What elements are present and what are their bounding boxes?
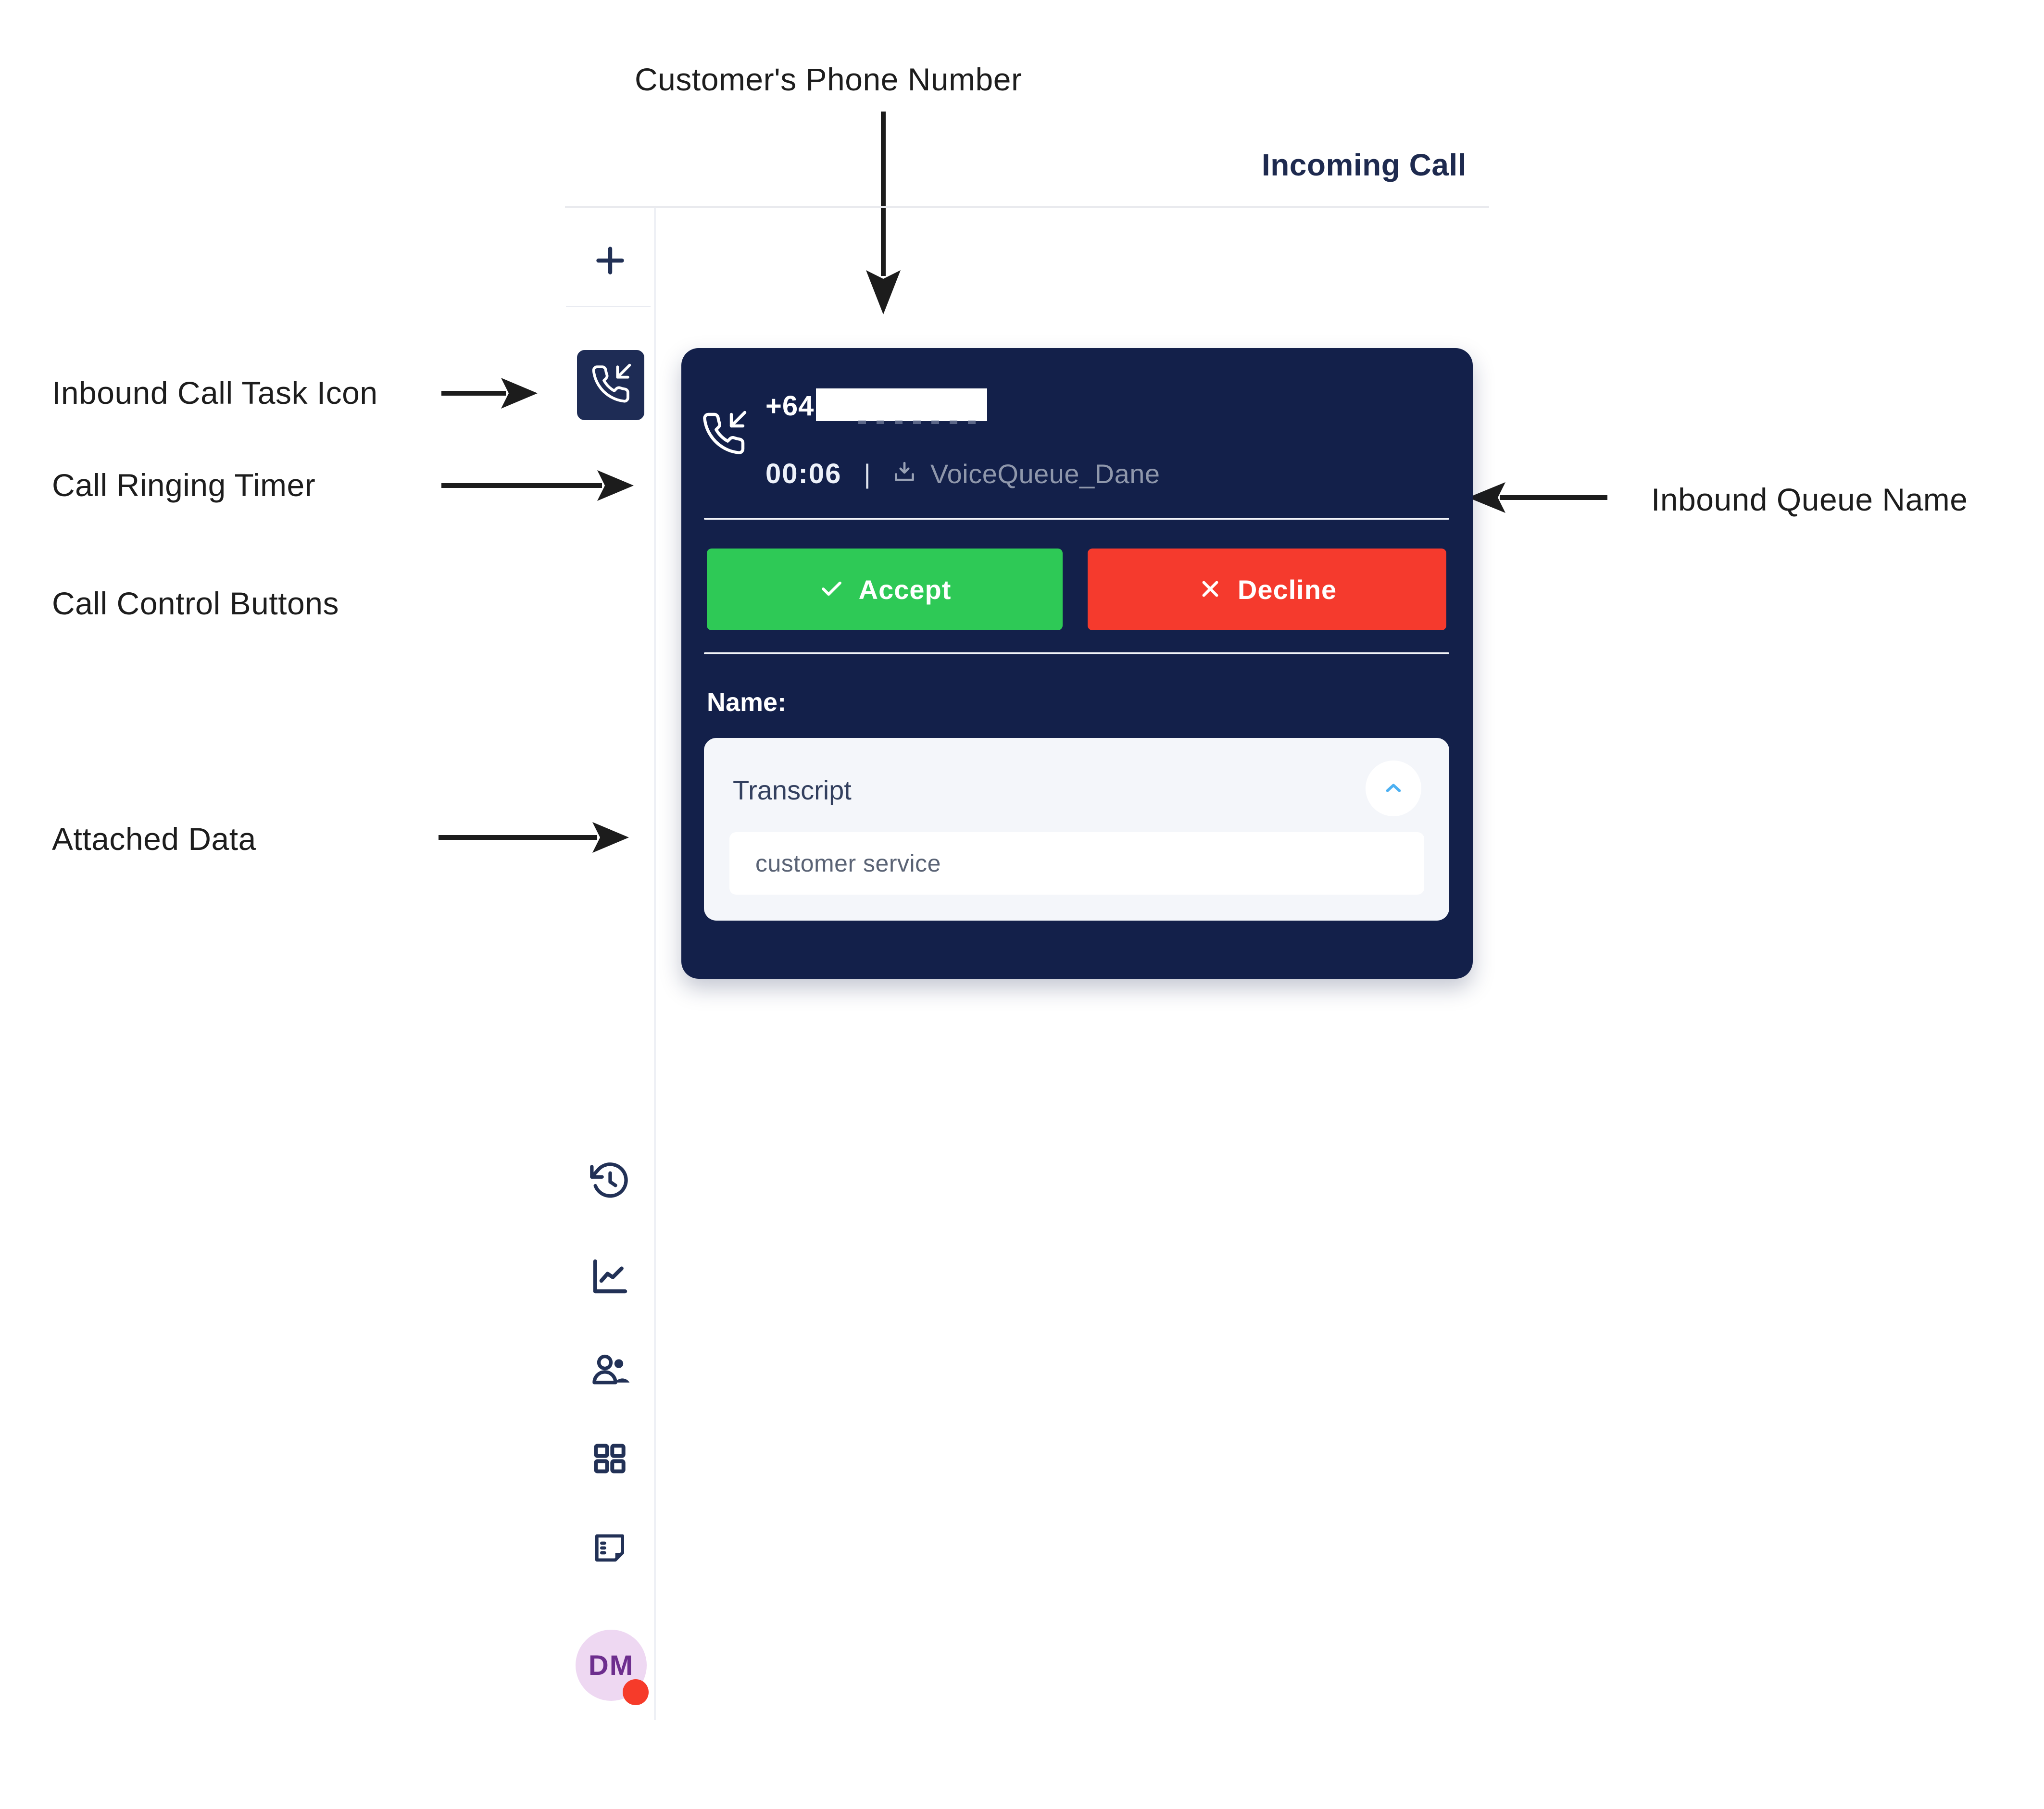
card-divider-bottom bbox=[704, 652, 1449, 654]
phone-incoming-icon bbox=[590, 363, 631, 407]
annotation-inbound-task: Inbound Call Task Icon bbox=[52, 375, 378, 411]
page-title: Incoming Call bbox=[1261, 148, 1467, 182]
history-icon bbox=[589, 1160, 631, 1202]
incoming-call-card: +64 00:06 | VoiceQueue_Dane bbox=[681, 348, 1473, 979]
availability-status-dot bbox=[623, 1679, 649, 1705]
arrow-right-to-attached-data bbox=[439, 820, 630, 855]
arrow-right-to-task-icon bbox=[441, 376, 539, 411]
annotation-attached-data: Attached Data bbox=[52, 821, 256, 857]
call-ringing-timer: 00:06 bbox=[765, 458, 842, 489]
line-chart-icon bbox=[589, 1255, 631, 1297]
sidebar-item-inbound-call-task[interactable] bbox=[577, 350, 644, 420]
sidebar-divider bbox=[654, 208, 656, 1720]
sidebar-section-divider bbox=[566, 306, 651, 307]
x-icon bbox=[1197, 576, 1223, 603]
card-divider-top bbox=[704, 518, 1449, 520]
attached-data-panel: Transcript customer service bbox=[704, 738, 1449, 921]
sidebar-item-history[interactable] bbox=[589, 1160, 631, 1202]
redacted-digit-marks bbox=[858, 420, 976, 424]
check-icon bbox=[818, 576, 844, 603]
plus-icon bbox=[590, 240, 630, 281]
header-divider bbox=[565, 206, 1489, 208]
inbound-queue-name: VoiceQueue_Dane bbox=[930, 458, 1160, 489]
note-icon bbox=[590, 1529, 629, 1567]
agents-icon bbox=[589, 1348, 631, 1390]
annotation-ringing-timer: Call Ringing Timer bbox=[52, 467, 316, 503]
annotation-customer-phone: Customer's Phone Number bbox=[635, 62, 1022, 97]
sidebar-item-notes[interactable] bbox=[590, 1529, 629, 1567]
transcript-title: Transcript bbox=[733, 775, 852, 805]
queue-info: VoiceQueue_Dane bbox=[891, 458, 1160, 489]
annotation-call-controls: Call Control Buttons bbox=[52, 586, 339, 621]
customer-phone-number: +64 bbox=[765, 390, 815, 422]
sidebar-item-apps[interactable] bbox=[590, 1439, 629, 1478]
decline-call-button[interactable]: Decline bbox=[1088, 549, 1446, 630]
transcript-value: customer service bbox=[755, 850, 941, 877]
transcript-value-box: customer service bbox=[729, 832, 1424, 895]
arrow-down-to-phone-number bbox=[864, 112, 903, 315]
redacted-phone-number-overlay bbox=[816, 388, 987, 421]
phone-incoming-icon bbox=[701, 411, 747, 459]
timer-separator: | bbox=[864, 458, 871, 489]
transcript-collapse-button[interactable] bbox=[1366, 761, 1421, 816]
sidebar-item-reports[interactable] bbox=[589, 1255, 631, 1297]
sidebar-item-agents[interactable] bbox=[589, 1348, 631, 1390]
arrow-left-to-queue-name bbox=[1468, 480, 1607, 515]
call-status-row: 00:06 | VoiceQueue_Dane bbox=[765, 458, 1160, 489]
attached-data-name-label: Name: bbox=[707, 688, 787, 717]
decline-button-label: Decline bbox=[1237, 574, 1337, 605]
grid-icon bbox=[590, 1439, 629, 1478]
add-task-button[interactable] bbox=[590, 240, 630, 281]
accept-call-button[interactable]: Accept bbox=[707, 549, 1063, 630]
chevron-up-icon bbox=[1380, 775, 1406, 802]
annotation-inbound-queue: Inbound Queue Name bbox=[1651, 482, 1968, 517]
queue-inbound-icon bbox=[891, 459, 918, 488]
avatar-initials: DM bbox=[588, 1649, 634, 1681]
arrow-right-to-ring-timer bbox=[441, 468, 635, 503]
accept-button-label: Accept bbox=[858, 574, 952, 605]
